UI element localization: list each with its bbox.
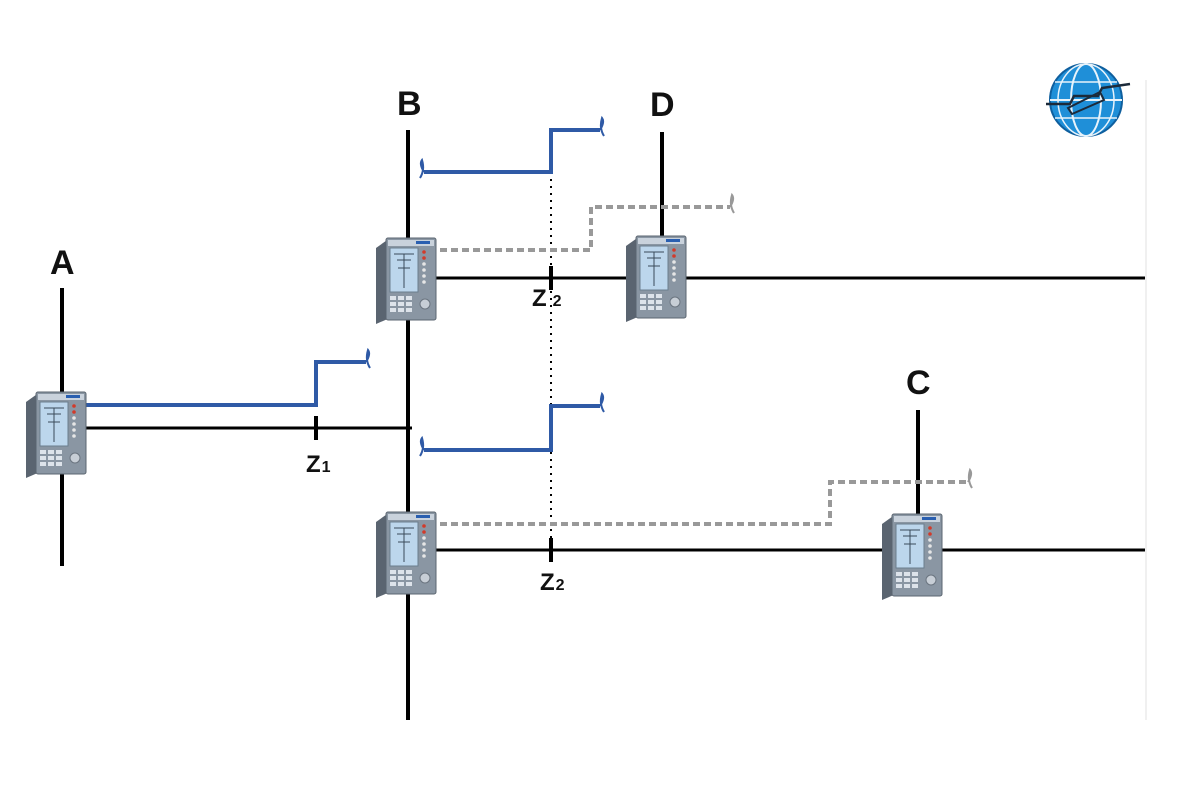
bus-label-b: B [397, 85, 422, 123]
relay-b-lower-squiggle-left [419, 435, 425, 457]
zone-label-z1: Z1 [306, 451, 331, 478]
bus-label-a: A [50, 244, 75, 282]
relay-a-step-squiggle [365, 347, 371, 369]
relay-b-lower-step-curve [424, 404, 600, 452]
remote-step-lower [440, 480, 968, 526]
zone-number: 2 [553, 293, 562, 310]
relay-b-lower-icon [375, 511, 437, 599]
globe-logo-icon [1046, 63, 1131, 137]
relay-b-upper-step-curve [424, 128, 600, 174]
remote-step-lower-squiggle [967, 467, 973, 489]
bus-label-d: D [650, 86, 675, 124]
relay-a-step-curve [86, 360, 366, 407]
relay-c-icon [881, 513, 943, 601]
relay-b-upper-icon [375, 237, 437, 325]
zone-letter: Z [540, 569, 555, 596]
relay-b-upper-squiggle-right [599, 115, 605, 137]
zone-number: 1 [322, 459, 331, 476]
relay-d-icon [625, 235, 687, 323]
relay-b-lower-squiggle-right [599, 391, 605, 413]
remote-step-upper-squiggle [729, 192, 735, 214]
bus-label-c: C [906, 364, 931, 402]
zone-letter: Z [532, 285, 547, 312]
zone-label-z2-lower: Z2 [540, 569, 565, 596]
relay-a-icon [25, 391, 87, 479]
zone-number: 2 [556, 577, 565, 594]
relay-b-upper-squiggle-left [419, 157, 425, 179]
zone-letter: Z [306, 451, 321, 478]
